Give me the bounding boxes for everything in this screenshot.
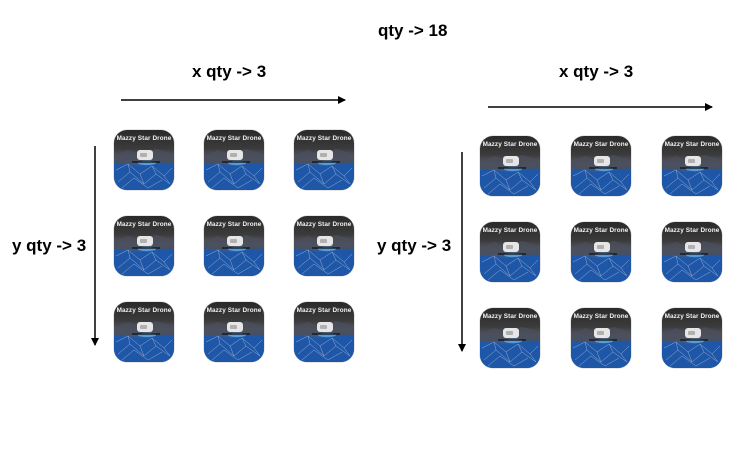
drone-app-icon: Mazzy Star Drone [114, 302, 174, 362]
drone-app-icon: Mazzy Star Drone [662, 222, 722, 282]
app-icon-title: Mazzy Star Drone [482, 227, 538, 234]
app-icon-title: Mazzy Star Drone [482, 141, 538, 148]
app-icon-title: Mazzy Star Drone [573, 227, 629, 234]
drone-app-icon: Mazzy Star Drone [294, 130, 354, 190]
drone-app-icon: Mazzy Star Drone [114, 216, 174, 276]
app-icon-title: Mazzy Star Drone [296, 307, 352, 314]
app-icon-title: Mazzy Star Drone [116, 135, 172, 142]
app-icon-title: Mazzy Star Drone [573, 141, 629, 148]
drone-app-icon: Mazzy Star Drone [204, 302, 264, 362]
app-icon-title: Mazzy Star Drone [206, 221, 262, 228]
drone-app-icon: Mazzy Star Drone [294, 216, 354, 276]
app-icon-title: Mazzy Star Drone [116, 221, 172, 228]
grid-2-x-quantity-label: x qty -> 3 [559, 62, 634, 81]
grid-2-y-quantity-label: y qty -> 3 [377, 236, 452, 255]
app-icon-title: Mazzy Star Drone [206, 307, 262, 314]
grid-1-y-quantity-label: y qty -> 3 [12, 236, 87, 255]
drone-app-icon: Mazzy Star Drone [294, 302, 354, 362]
app-icon-title: Mazzy Star Drone [116, 307, 172, 314]
drone-app-icon: Mazzy Star Drone [571, 308, 631, 368]
drone-app-icon: Mazzy Star Drone [480, 222, 540, 282]
app-icon-title: Mazzy Star Drone [664, 141, 720, 148]
drone-app-icon: Mazzy Star Drone [204, 130, 264, 190]
app-icon-title: Mazzy Star Drone [206, 135, 262, 142]
drone-app-icon: Mazzy Star Drone [204, 216, 264, 276]
drone-app-icon: Mazzy Star Drone [662, 308, 722, 368]
app-icon-title: Mazzy Star Drone [296, 221, 352, 228]
drone-app-icon: Mazzy Star Drone [480, 308, 540, 368]
grid-1-x-quantity-label: x qty -> 3 [192, 62, 267, 81]
app-icon-title: Mazzy Star Drone [664, 227, 720, 234]
drone-app-icon: Mazzy Star Drone [662, 136, 722, 196]
app-icon-title: Mazzy Star Drone [573, 313, 629, 320]
app-icon-title: Mazzy Star Drone [664, 313, 720, 320]
drone-app-icon: Mazzy Star Drone [571, 222, 631, 282]
total-quantity-label: qty -> 18 [378, 21, 448, 40]
drone-app-icon: Mazzy Star Drone [571, 136, 631, 196]
app-icon-title: Mazzy Star Drone [482, 313, 538, 320]
drone-app-icon: Mazzy Star Drone [480, 136, 540, 196]
drone-app-icon: Mazzy Star Drone [114, 130, 174, 190]
app-icon-title: Mazzy Star Drone [296, 135, 352, 142]
